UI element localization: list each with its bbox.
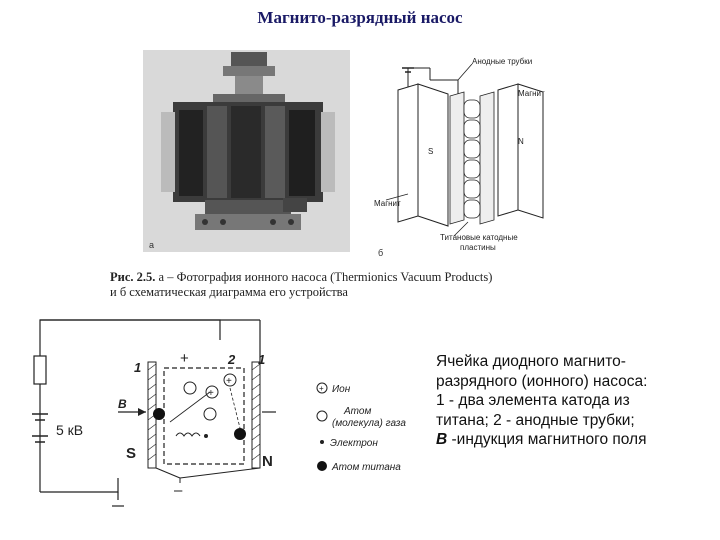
label-1-right: 1	[258, 352, 265, 367]
legend-electron: Электрон	[330, 438, 378, 449]
gas-atom-legend-icon	[316, 410, 328, 422]
pump-cell-circuit: + + 5 кВ + – 1 1 2 B S N + Ион Атом (мол…	[32, 319, 406, 507]
page-title: Магнито-разрядный насос	[257, 8, 463, 27]
electron-legend-icon	[320, 440, 324, 444]
magnet-left-label: Магнит	[374, 199, 401, 208]
voltage-label: 5 кВ	[56, 422, 83, 438]
s-pole-label: S	[126, 445, 136, 462]
legend-atom-1: Атом	[343, 406, 371, 417]
gas-atom	[183, 381, 197, 395]
ion	[223, 373, 237, 387]
b-label: B	[118, 397, 127, 411]
resistor-icon	[33, 355, 47, 385]
cell-description: Ячейка диодного магнито- разрядного (ион…	[436, 352, 698, 450]
legend-ion: Ион	[332, 384, 351, 395]
desc-line-1: Ячейка диодного магнито-	[436, 353, 626, 370]
schematic-n-label: N	[518, 137, 524, 146]
label-1-left: 1	[134, 360, 141, 375]
battery-icon	[32, 413, 48, 443]
schematic-label: б	[378, 248, 383, 258]
caption-line1: а – Фотография ионного насоса (Thermioni…	[155, 270, 493, 284]
titanium-legend-icon	[317, 461, 327, 471]
label-2: 2	[227, 352, 236, 367]
desc-line-4: титана; 2 - анодные трубки;	[436, 411, 635, 429]
schematic-s-label: S	[428, 147, 433, 156]
ion-pump-photo: а	[143, 50, 350, 252]
legend-titanium: Атом титана	[331, 462, 401, 473]
desc-line-5: -индукция магнитного поля	[447, 431, 647, 448]
magnet-top-label: Магнит	[518, 89, 545, 98]
electron-spiral	[175, 432, 201, 437]
n-pole-label: N	[262, 453, 273, 470]
ion	[205, 385, 219, 399]
titanium-atom	[153, 408, 165, 420]
caption-prefix: Рис. 2.5.	[110, 270, 156, 284]
svg-text:+: +	[319, 384, 324, 393]
desc-line-3: 1 - два элемента катода из	[436, 392, 630, 409]
minus-sign: –	[174, 482, 183, 499]
electron	[204, 434, 208, 438]
desc-line-2: разрядного (ионного) насоса:	[436, 372, 648, 390]
caption-line2: и б схематическая диаграмма его устройст…	[110, 285, 348, 299]
gas-atom	[203, 407, 217, 421]
photo-label: а	[149, 240, 154, 250]
legend-atom-2: (молекула) газа	[332, 418, 406, 429]
legend: + Ион Атом (молекула) газа Электрон Атом…	[316, 382, 406, 473]
plus-sign: +	[180, 350, 189, 367]
desc-b-symbol: B	[436, 431, 448, 448]
anode-tubes-label: Анодные трубки	[472, 57, 532, 66]
cathode-plates-label-1: Титановые катодные	[440, 233, 518, 242]
figure-caption: Рис. 2.5. а – Фотография ионного насоса …	[110, 270, 580, 300]
svg-text:+: +	[226, 376, 232, 387]
pump-schematic: Анодные трубки Магнит Магнит S N Титанов…	[374, 57, 545, 258]
titanium-atom	[234, 428, 246, 440]
ion-legend-icon	[316, 382, 328, 394]
cathode-plates-label-2: пластины	[460, 243, 496, 252]
svg-text:+: +	[208, 388, 214, 399]
